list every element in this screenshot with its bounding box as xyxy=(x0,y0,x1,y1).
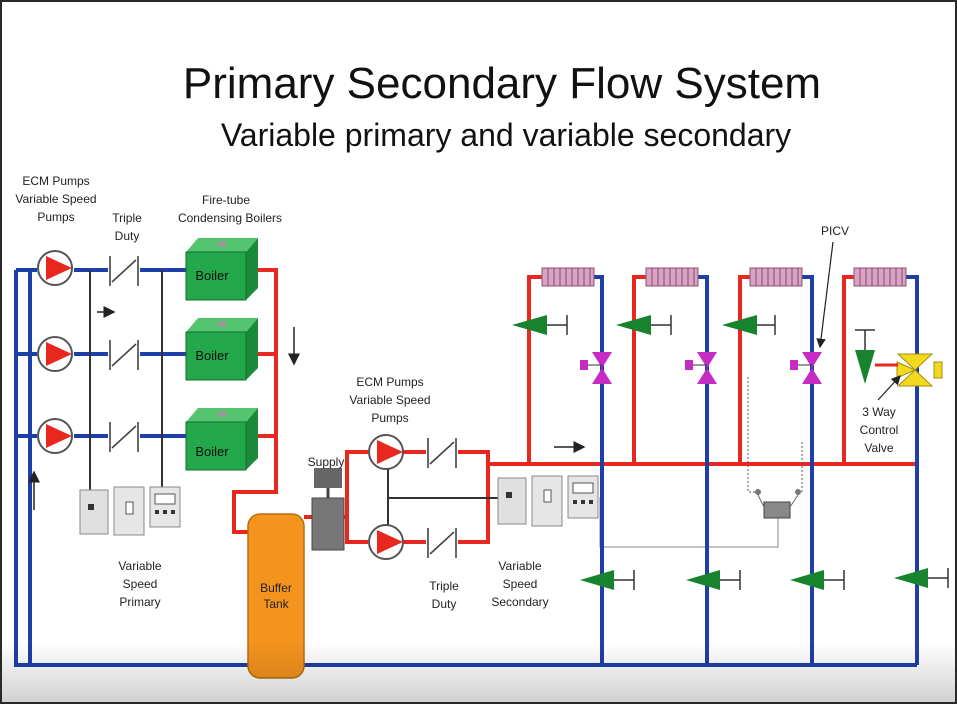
ecm-pumps-primary-label: ECM Pumps Variable Speed Pumps xyxy=(15,174,96,224)
check-valve-icon xyxy=(108,254,140,286)
differential-pressure-sensor xyxy=(755,489,801,519)
pump-icon xyxy=(37,336,73,372)
buffer-tank-icon: Buffer Tank xyxy=(247,513,305,679)
air-separator-icon xyxy=(311,468,345,551)
svg-text:Speed: Speed xyxy=(123,577,158,591)
svg-text:Control: Control xyxy=(860,423,899,437)
svg-text:Pumps: Pumps xyxy=(371,411,408,425)
balancing-valve-icon xyxy=(790,570,845,590)
boiler-icon: Boiler xyxy=(185,318,258,381)
return-riser-pipe xyxy=(14,270,30,667)
secondary-loop xyxy=(304,267,949,665)
vs-secondary-label: Variable Speed Secondary xyxy=(491,559,548,609)
balancing-valve-icon xyxy=(855,329,875,384)
pump-icon xyxy=(368,524,404,560)
balancing-valve-icon xyxy=(894,568,949,588)
ecm-pumps-secondary-label: ECM Pumps Variable Speed Pumps xyxy=(349,375,430,425)
three-way-valve-icon xyxy=(896,353,943,387)
coil-icon xyxy=(749,267,803,287)
balancing-valve-icon xyxy=(686,570,741,590)
svg-text:3 Way: 3 Way xyxy=(862,405,896,419)
boiler-icon: Boiler xyxy=(185,238,258,301)
svg-text:Condensing Boilers: Condensing Boilers xyxy=(178,211,282,225)
boiler-label: Boiler xyxy=(195,268,229,283)
balancing-valve-icon xyxy=(722,315,776,335)
branch-1 xyxy=(527,275,604,665)
svg-text:Duty: Duty xyxy=(115,229,140,243)
check-valve-icon xyxy=(108,420,140,452)
vs-primary-label: Variable Speed Primary xyxy=(118,559,161,609)
primary-loop: Boiler Boiler Boiler xyxy=(14,238,917,667)
coil-icon xyxy=(645,267,699,287)
triple-duty-primary-label: Triple Duty xyxy=(112,211,142,243)
svg-text:Valve: Valve xyxy=(864,441,893,455)
svg-text:Pumps: Pumps xyxy=(37,210,74,224)
three-way-valve-label: 3 Way Control Valve xyxy=(860,375,901,455)
boilers-header-label: Fire-tube Condensing Boilers xyxy=(178,193,282,225)
boiler-icon: Boiler xyxy=(185,408,258,471)
balancing-valve-icon xyxy=(616,315,672,335)
svg-text:PICV: PICV xyxy=(821,224,849,238)
balancing-valve-icon xyxy=(580,570,635,590)
slide-title: Primary Secondary Flow System xyxy=(183,59,821,108)
check-valve-icon xyxy=(108,338,140,370)
branch-2 xyxy=(632,275,709,665)
svg-text:Triple: Triple xyxy=(429,579,459,593)
picv-label: PICV xyxy=(816,224,849,349)
return-main-pipe xyxy=(28,270,917,667)
picv-icon xyxy=(790,352,822,384)
coil-icon xyxy=(853,267,907,287)
boiler-label: Boiler xyxy=(195,348,229,363)
branch-4 xyxy=(842,275,919,665)
svg-text:Fire-tube: Fire-tube xyxy=(202,193,250,207)
svg-text:Variable: Variable xyxy=(118,559,161,573)
boiler-label: Boiler xyxy=(195,444,229,459)
coil-icon xyxy=(541,267,595,287)
triple-duty-secondary-label: Triple Duty xyxy=(429,579,459,611)
picv-icon xyxy=(580,352,612,384)
svg-text:Variable Speed: Variable Speed xyxy=(15,192,96,206)
svg-text:ECM Pumps: ECM Pumps xyxy=(22,174,89,188)
secondary-header-pipe xyxy=(400,450,917,466)
check-valve-icon xyxy=(426,436,458,468)
balancing-valve-icon xyxy=(512,315,568,335)
buffer-tank-label-line1: Buffer xyxy=(260,581,292,595)
slide-subtitle: Variable primary and variable secondary xyxy=(221,117,791,153)
svg-text:Variable: Variable xyxy=(498,559,541,573)
boiler-supply-pipe xyxy=(232,268,278,534)
supply-label: Supply xyxy=(308,455,345,469)
buffer-tank-label-line2: Tank xyxy=(263,597,289,611)
picv-icon xyxy=(685,352,717,384)
svg-text:Primary: Primary xyxy=(119,595,160,609)
vfd-drive-icon xyxy=(79,486,181,536)
check-valve-icon xyxy=(426,526,458,558)
svg-text:Variable Speed: Variable Speed xyxy=(349,393,430,407)
svg-text:Triple: Triple xyxy=(112,211,142,225)
vfd-drive-icon xyxy=(497,475,599,527)
svg-text:Speed: Speed xyxy=(503,577,538,591)
pump-icon xyxy=(37,418,73,454)
svg-text:ECM Pumps: ECM Pumps xyxy=(356,375,423,389)
pump-icon xyxy=(368,434,404,470)
pump-icon xyxy=(37,250,73,286)
branch-3 xyxy=(738,275,814,665)
svg-text:Secondary: Secondary xyxy=(491,595,548,609)
svg-text:Duty: Duty xyxy=(432,597,457,611)
